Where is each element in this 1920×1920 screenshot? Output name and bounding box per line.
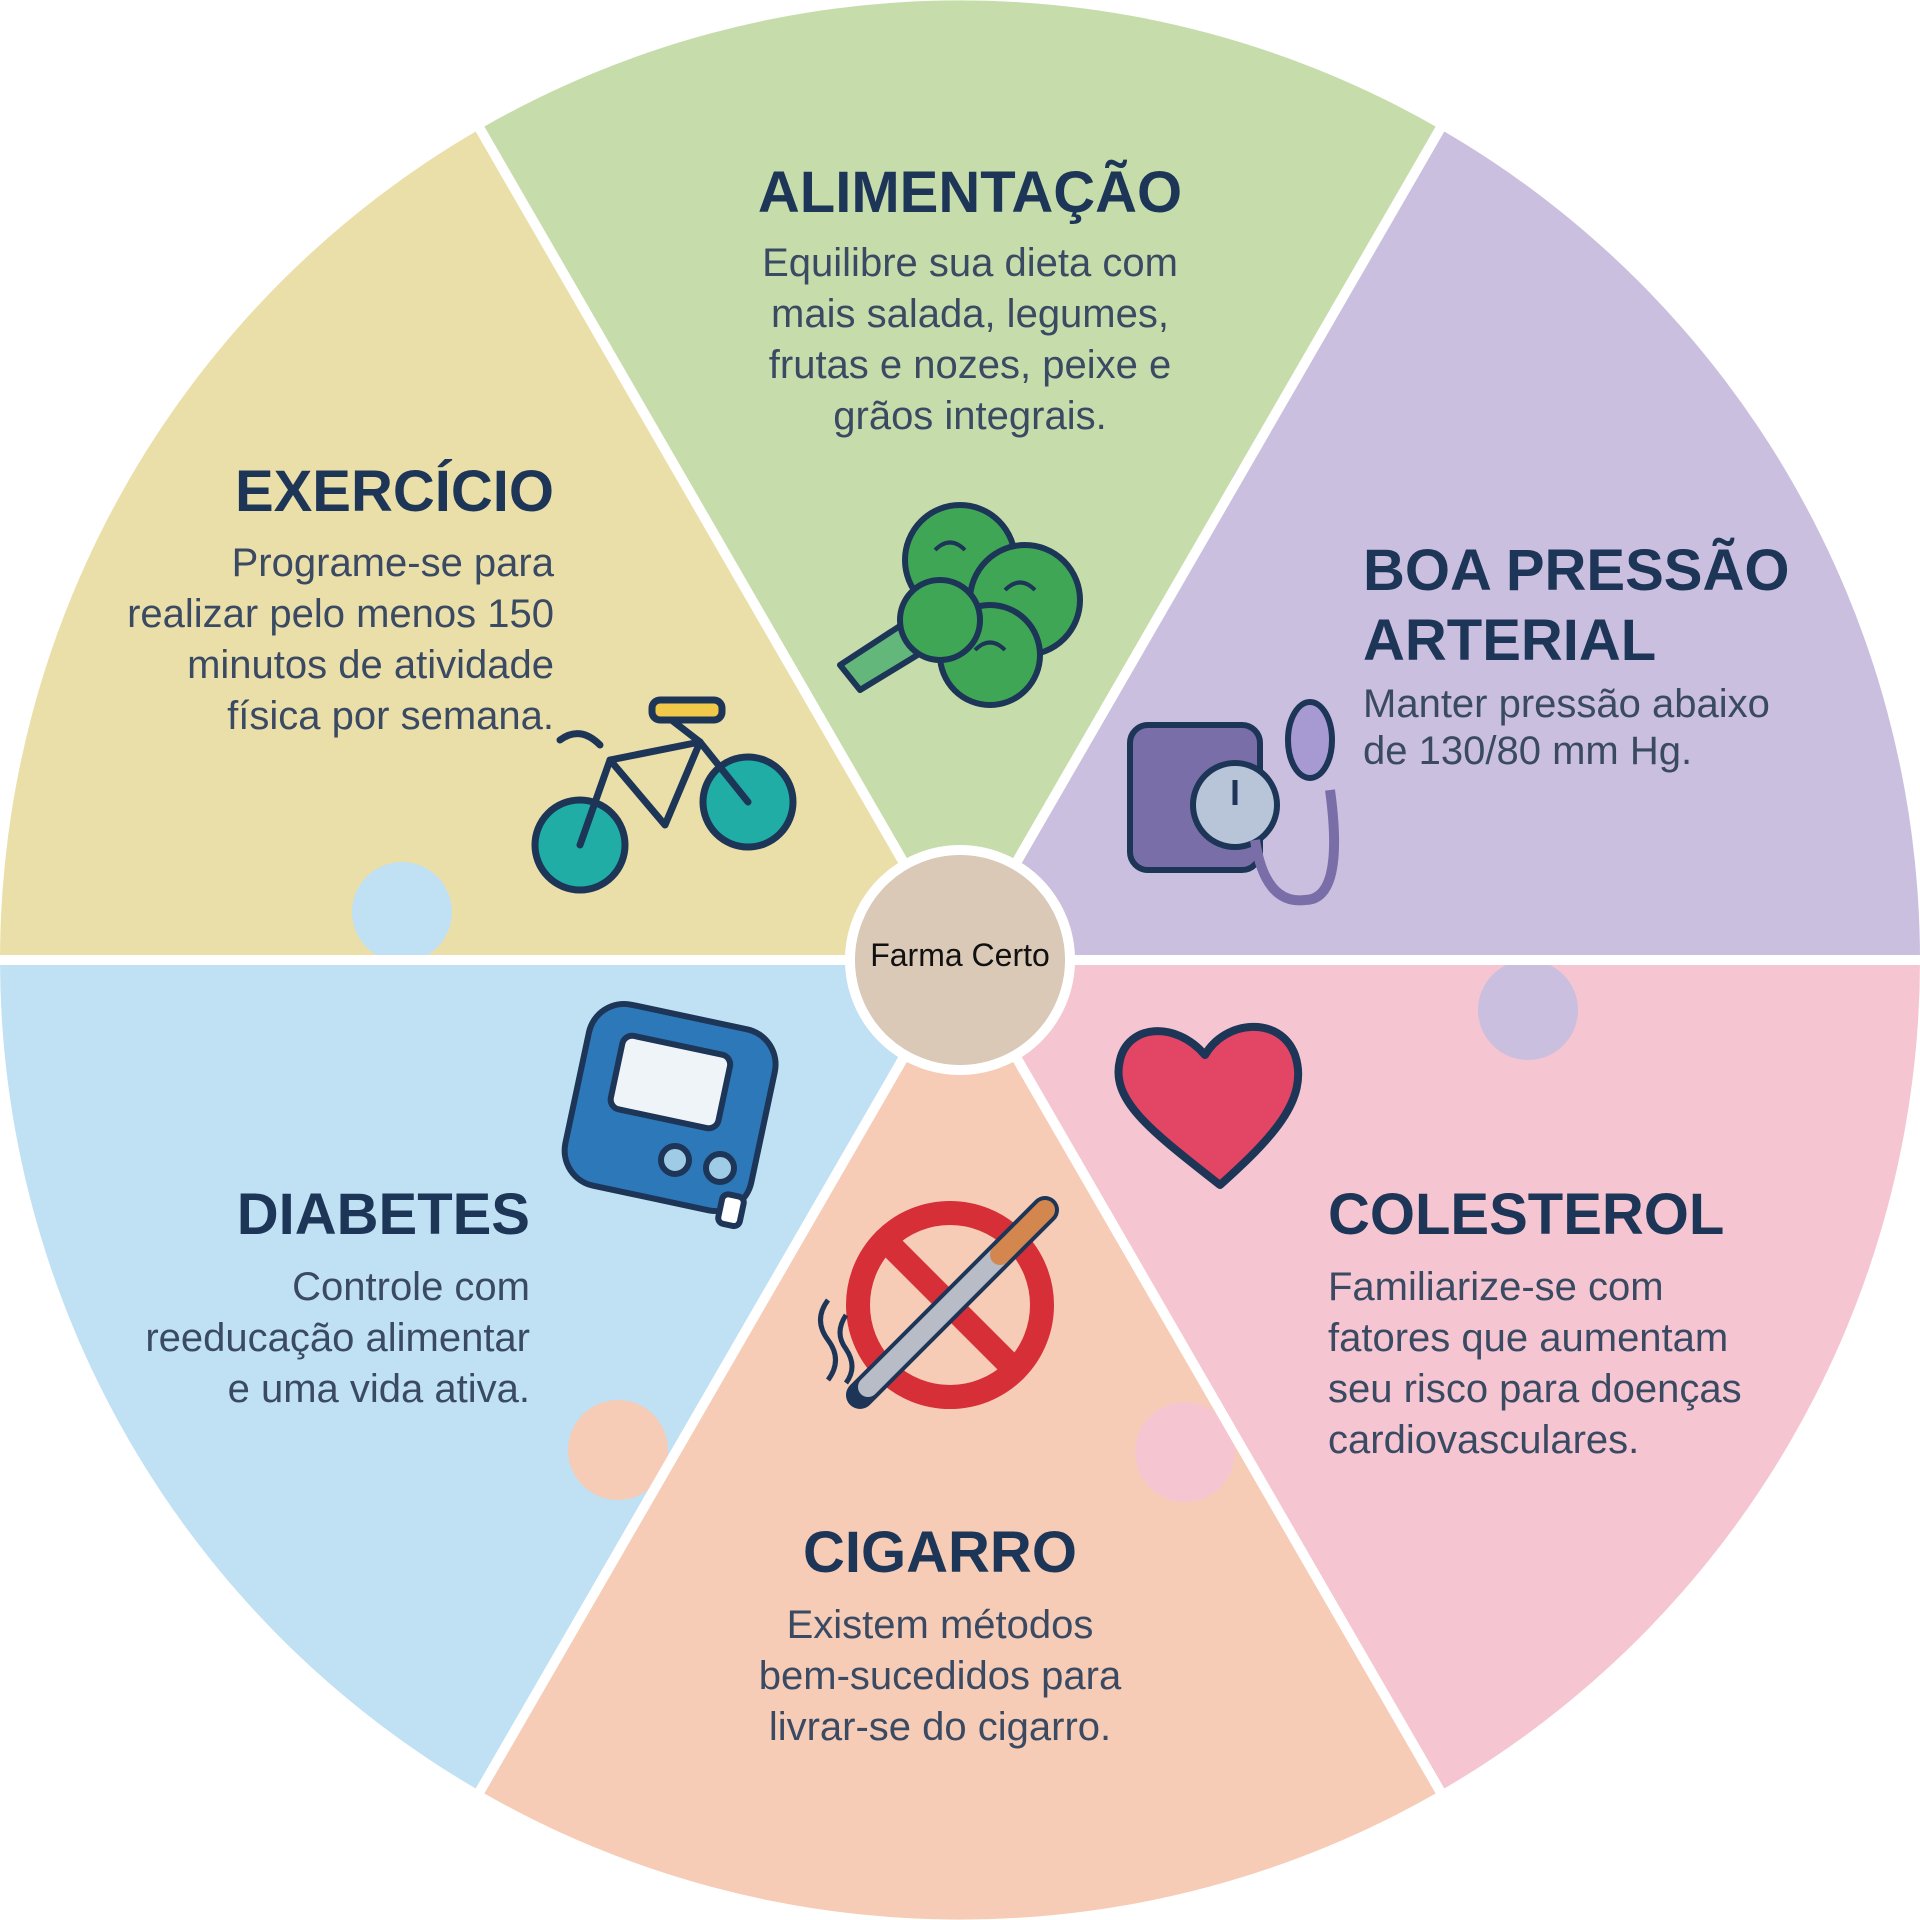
title-line: ARTERIAL	[1363, 608, 1657, 673]
colesterol-title: COLESTEROL	[1328, 1182, 1725, 1247]
segment-alimentacao	[480, 0, 1440, 961]
diabetes-title: DIABETES	[236, 1182, 530, 1247]
desc-line: Existem métodos	[786, 1603, 1094, 1647]
desc-line: física por semana.	[227, 694, 554, 738]
desc-line: minutos de atividade	[187, 643, 554, 687]
desc-line: livrar-se do cigarro.	[768, 1705, 1112, 1749]
desc-line: e uma vida ativa.	[227, 1367, 530, 1411]
desc-line: Programe-se para	[231, 541, 554, 585]
pressao-title: BOA PRESSÃO ARTERIAL	[1363, 536, 1843, 676]
no-smoking-icon	[818, 1196, 1059, 1409]
desc-line: mais salada, legumes,	[771, 292, 1169, 336]
separators	[0, 124, 1920, 1796]
blood-pressure-monitor-icon	[1127, 699, 1340, 906]
desc-line: Controle com	[292, 1265, 530, 1309]
desc-line: seu risco para doenças	[1328, 1367, 1742, 1411]
desc-line: reeducação alimentar	[145, 1316, 530, 1360]
knob-exercicio	[352, 862, 452, 962]
center-hub	[845, 845, 1075, 1075]
hub-label: Farma Certo	[870, 937, 1050, 973]
knob-alimentacao-right	[1228, 448, 1328, 548]
knob-colesterol	[1135, 1402, 1235, 1502]
desc-line: de 130/80 mm Hg.	[1363, 729, 1693, 773]
desc-line: realizar pelo menos 150	[127, 592, 554, 636]
title-line: BOA PRESSÃO	[1363, 538, 1790, 603]
alimentacao-description: Equilibre sua dieta com mais salada, leg…	[690, 238, 1250, 442]
segment-exercicio	[0, 129, 960, 960]
pressao-description: Manter pressão abaixo de 130/80 mm Hg.	[1363, 681, 1843, 775]
desc-line: bem-sucedidos para	[758, 1654, 1122, 1698]
cigarro-title: CIGARRO	[803, 1520, 1077, 1585]
colesterol-description: Familiarize-se com fatores que aumentam …	[1328, 1262, 1828, 1466]
bicycle-icon	[531, 696, 797, 894]
exercicio-title: EXERCÍCIO	[234, 459, 554, 524]
desc-line: fatores que aumentam	[1328, 1316, 1729, 1360]
knob-alimentacao	[705, 450, 805, 550]
diabetes-description: Controle com reeducação alimentar e uma …	[70, 1262, 530, 1415]
desc-line: cardiovasculares.	[1328, 1418, 1640, 1462]
glucose-meter-icon	[561, 1000, 779, 1230]
desc-line: Equilibre sua dieta com	[762, 241, 1178, 285]
desc-line: Manter pressão abaixo	[1363, 682, 1770, 726]
cigarro-description: Existem métodos bem-sucedidos para livra…	[700, 1600, 1180, 1753]
segment-cigarro	[480, 960, 1440, 1920]
knob-pressao	[1478, 960, 1578, 1060]
alimentacao-title: ALIMENTAÇÃO	[757, 160, 1183, 225]
desc-line: Familiarize-se com	[1328, 1265, 1664, 1309]
desc-line: frutas e nozes, peixe e	[768, 343, 1172, 387]
broccoli-icon	[837, 502, 1083, 708]
knob-cigarro	[568, 1400, 668, 1500]
exercicio-description: Programe-se para realizar pelo menos 150…	[70, 538, 554, 742]
desc-line: grãos integrais.	[833, 394, 1107, 438]
heart-icon	[1114, 1022, 1303, 1189]
